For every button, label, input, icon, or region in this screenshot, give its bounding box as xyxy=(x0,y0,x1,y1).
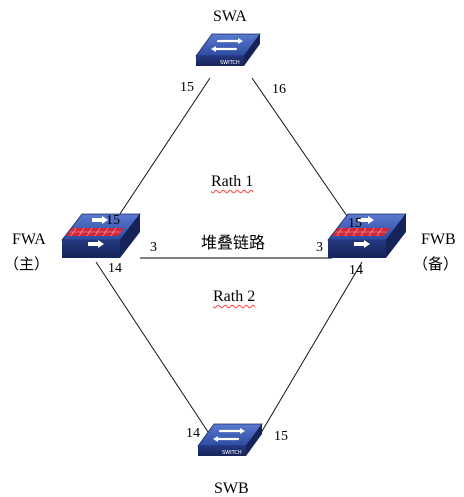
swa-device-text: SWITCH xyxy=(220,60,240,66)
firewall-icon xyxy=(61,213,141,258)
node-role-fwb: （备） xyxy=(413,255,459,273)
node-label-fwb: FWB xyxy=(421,231,456,248)
link-swa-fwb xyxy=(251,77,359,233)
port-fwa-right: 3 xyxy=(150,240,157,255)
port-fwb-left: 3 xyxy=(316,240,323,255)
node-role-fwa: （主） xyxy=(4,255,50,273)
switch-icon: SWITCH xyxy=(197,423,263,456)
swb-device-text: SWITCH xyxy=(222,450,242,456)
port-swb-left: 14 xyxy=(186,426,200,441)
port-fwa-bottom: 14 xyxy=(108,261,122,276)
port-swa-left: 15 xyxy=(180,80,194,95)
switch-icon: SWITCH xyxy=(195,33,261,66)
port-fwb-bottom: 14 xyxy=(349,263,363,278)
port-fwb-top: 15 xyxy=(348,216,362,231)
stack-link-label: 堆叠链路 xyxy=(201,233,266,252)
port-swa-right: 16 xyxy=(272,82,286,97)
port-fwa-top: 15 xyxy=(106,213,120,228)
link-fwa-swb xyxy=(95,261,213,439)
firewall-icon xyxy=(327,213,407,258)
node-label-swa: SWA xyxy=(213,8,247,25)
link-fwb-swb xyxy=(257,261,363,439)
path-label-1: Rath 1 xyxy=(211,173,254,190)
node-label-fwa: FWA xyxy=(12,231,46,248)
node-label-swb: SWB xyxy=(214,480,249,497)
port-swb-right: 15 xyxy=(274,429,288,444)
path-label-2: Rath 2 xyxy=(213,288,256,305)
link-swa-fwa xyxy=(107,77,211,233)
